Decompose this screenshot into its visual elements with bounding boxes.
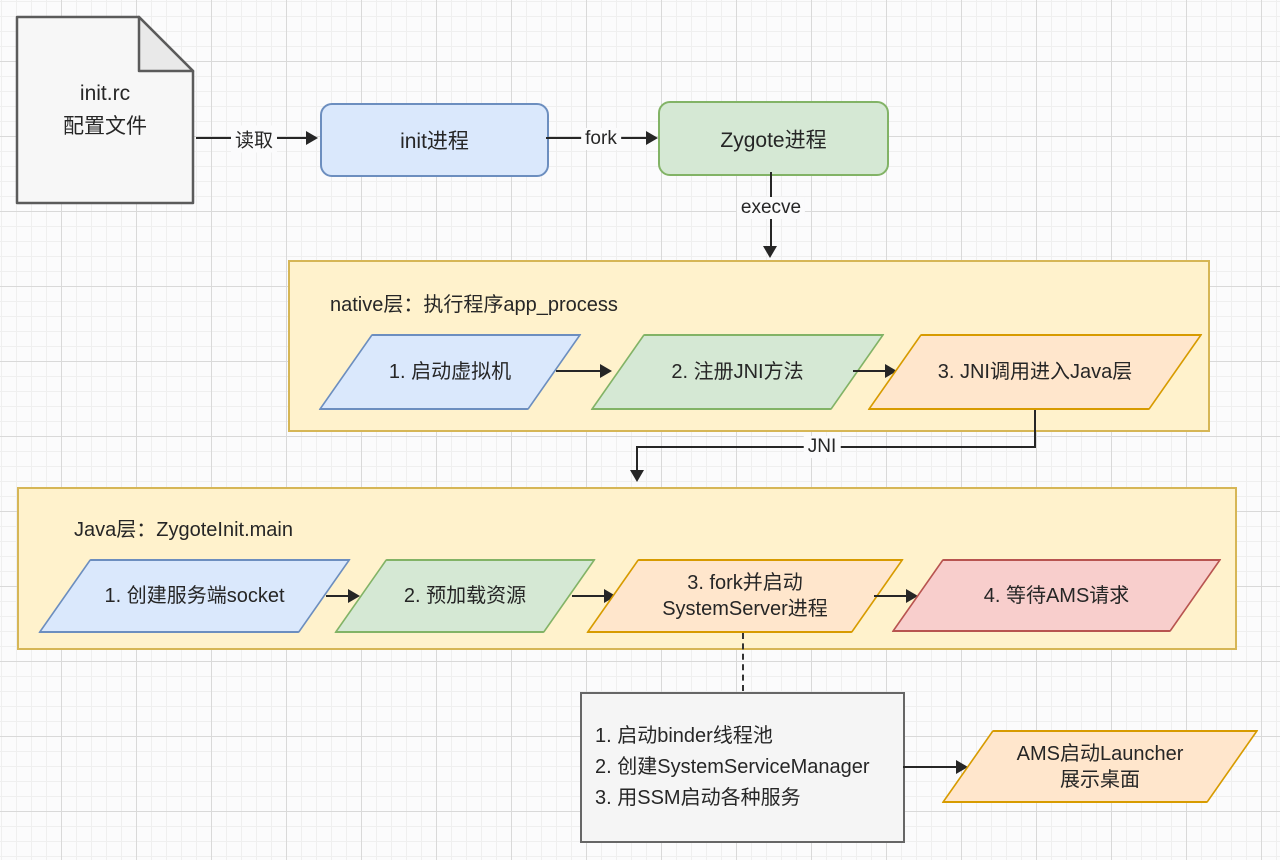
document-shape-icon <box>15 15 195 205</box>
native-step-1-label: 1. 启动虚拟机 <box>388 361 512 383</box>
java-step-3-line2: SystemServer进程 <box>662 598 828 620</box>
node-java-step-4[interactable]: 4. 等待AMS请求 <box>890 559 1223 632</box>
zygote-process-label: Zygote进程 <box>720 128 827 152</box>
edge-read-label: 读取 <box>230 125 278 153</box>
node-java-step-2[interactable]: 2. 预加载资源 <box>333 559 597 633</box>
java-step-3-line1: 3. fork并启动 <box>687 572 803 594</box>
node-initrc-file[interactable]: init.rc 配置文件 <box>15 15 195 205</box>
node-native-step-1[interactable]: 1. 启动虚拟机 <box>318 334 582 410</box>
edge-jni-line-v1 <box>1034 410 1036 448</box>
java-step-3-label: 3. fork并启动 SystemServer进程 <box>662 570 828 622</box>
node-zygote-process[interactable]: Zygote进程 <box>658 101 889 176</box>
native-step-2-label: 2. 注册JNI方法 <box>671 361 804 383</box>
java-step-1-label: 1. 创建服务端socket <box>104 585 285 607</box>
arrowhead-down-icon <box>763 246 777 258</box>
systemserver-task-1: 1. 启动binder线程池 <box>595 725 773 747</box>
initrc-label-line1: init.rc <box>79 82 131 105</box>
java-step-4-label: 4. 等待AMS请求 <box>983 584 1130 607</box>
ams-launcher-label: AMS启动Launcher 展示桌面 <box>1017 741 1184 793</box>
node-native-step-2[interactable]: 2. 注册JNI方法 <box>590 334 885 410</box>
node-native-step-3[interactable]: 3. JNI调用进入Java层 <box>867 334 1203 410</box>
node-java-step-1[interactable]: 1. 创建服务端socket <box>37 559 352 633</box>
java-step-2-label: 2. 预加载资源 <box>403 585 527 607</box>
edge-jni-label: JNI <box>803 436 841 458</box>
node-systemserver-tasks[interactable]: 1. 启动binder线程池 2. 创建SystemServiceManager… <box>580 692 905 843</box>
initrc-label: init.rc 配置文件 <box>15 77 195 143</box>
edge-jni-line-v2 <box>636 446 638 472</box>
node-ams-launcher[interactable]: AMS启动Launcher 展示桌面 <box>940 730 1260 803</box>
edge-fork-label: fork <box>581 128 621 150</box>
arrowhead-right-icon <box>646 131 658 145</box>
node-java-step-3[interactable]: 3. fork并启动 SystemServer进程 <box>585 559 905 633</box>
edge-line <box>903 766 956 768</box>
native-layer-title: native层：执行程序app_process <box>330 294 618 316</box>
arrowhead-right-icon <box>306 131 318 145</box>
ams-launcher-line2: 展示桌面 <box>1060 768 1140 791</box>
initrc-label-line2: 配置文件 <box>63 115 147 138</box>
edge-line <box>556 370 600 372</box>
init-process-label: init进程 <box>400 130 469 153</box>
edge-execve-label: execve <box>736 197 806 219</box>
java-layer-title: Java层：ZygoteInit.main <box>74 519 293 541</box>
node-init-process[interactable]: init进程 <box>320 103 549 177</box>
arrowhead-down-icon <box>630 470 644 482</box>
native-step-3-label: 3. JNI调用进入Java层 <box>937 361 1133 383</box>
edge-systemserver-dashed <box>742 633 744 691</box>
systemserver-task-3: 3. 用SSM启动各种服务 <box>595 787 801 809</box>
systemserver-task-2: 2. 创建SystemServiceManager <box>595 756 870 778</box>
ams-launcher-line1: AMS启动Launcher <box>1016 742 1184 765</box>
